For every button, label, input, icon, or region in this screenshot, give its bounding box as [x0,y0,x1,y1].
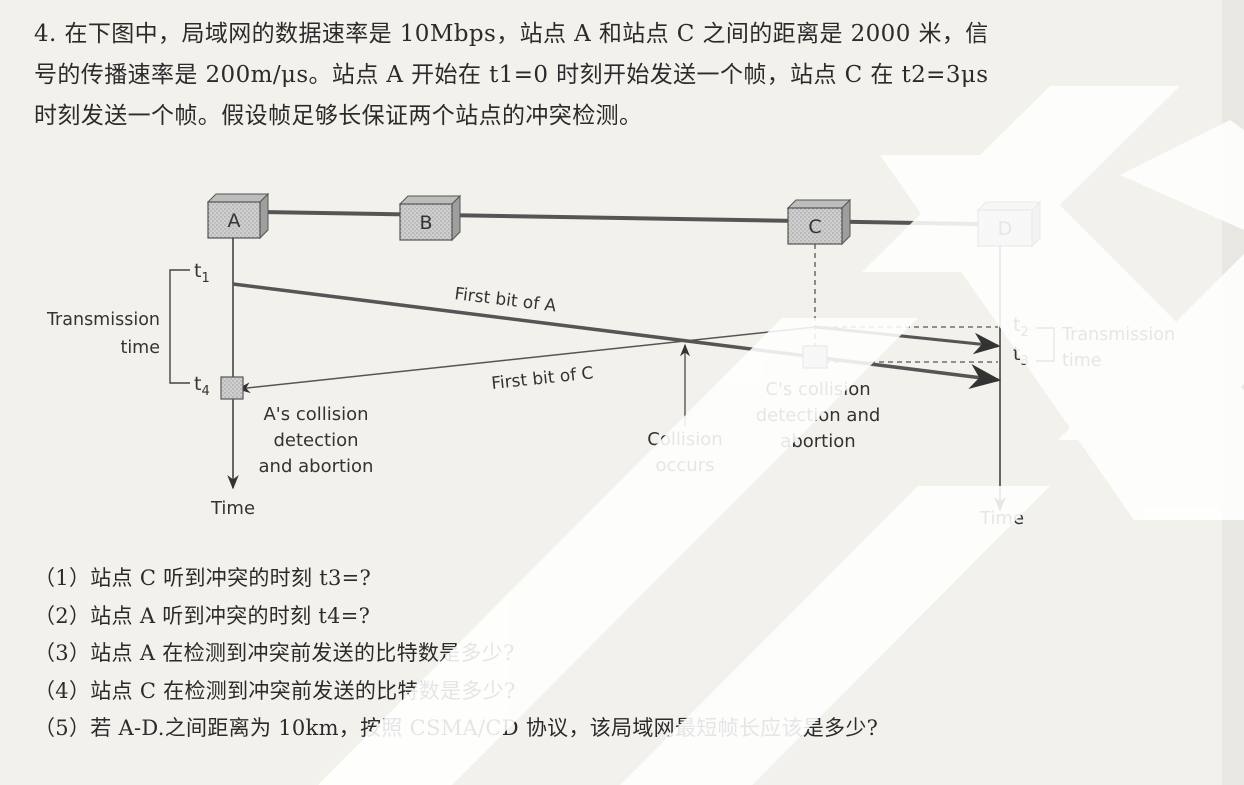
transmission-time-left-line2: time [120,338,160,358]
question-4: （4）站点 C 在检测到冲突前发送的比特数是多少? [34,678,516,703]
station-a-label: A [228,210,241,232]
time-label-left: Time [210,498,255,519]
station-d: D [976,200,1042,248]
time-label-right: Time [979,508,1024,529]
station-b-label: B [419,212,432,234]
problem-line-3: 时刻发送一个帧。假设帧足够长保证两个站点的冲突检测。 [34,103,643,129]
collision-label-line2: occurs [656,455,715,476]
c-to-d-line [814,325,1001,355]
first-bit-c-label: First bit of C [490,363,594,394]
problem-statement: 4. 在下图中，局域网的数据速率是 10Mbps，站点 A 和站点 C 之间的距… [34,14,1214,137]
c-collision-box [802,345,828,369]
station-a: A [206,192,270,240]
station-d-label: D [998,218,1013,240]
first-bit-a-line [232,282,1002,389]
c-collision-label-line1: C's collision [765,379,870,400]
station-b: B [398,194,462,242]
a-collision-box [220,376,244,400]
transmission-time-left-line1: Transmission [46,310,160,330]
t1-label: t1 [194,260,210,286]
bus-line [261,210,979,226]
a-collision-label-line1: A's collision [263,404,368,425]
a-collision-label-line2: detection [273,430,358,451]
c-collision-label-line3: abortion [780,431,855,452]
t3-label: t3 [1013,343,1029,369]
right-transmission-bracket [1036,327,1055,362]
question-1: （1）站点 C 听到冲突的时刻 t3=? [34,566,372,590]
transmission-time-right-line1: Transmission [1061,325,1175,345]
left-transmission-bracket [169,269,190,384]
a-collision-label-line3: and abortion [259,456,374,477]
station-c-label: C [808,216,821,238]
question-2: （2）站点 A 听到冲突的时刻 t4=? [34,603,371,628]
question-5: （5）若 A-D.之间距离为 10km，按照 CSMA/CD 协议，该局域网最短… [34,716,879,740]
first-bit-a-label: First bit of A [453,284,557,316]
question-3: （3）站点 A 在检测到冲突前发送的比特数是多少? [34,641,515,665]
station-c: C [786,198,852,246]
csma-cd-diagram: A B C D [46,192,1175,529]
problem-line-2: 号的传播速率是 200m/μs。站点 A 开始在 t1=0 时刻开始发送一个帧，… [34,62,989,88]
t2-label: t2 [1013,314,1029,340]
problem-line-1: 4. 在下图中，局域网的数据速率是 10Mbps，站点 A 和站点 C 之间的距… [34,21,989,47]
t4-label: t4 [194,373,210,399]
question-list: （1）站点 C 听到冲突的时刻 t3=? （2）站点 A 听到冲突的时刻 t4=… [34,560,1214,748]
transmission-time-right-line2: time [1062,351,1102,371]
collision-label-line1: Collision [647,429,722,450]
c-collision-label-line2: detection and [756,405,881,426]
